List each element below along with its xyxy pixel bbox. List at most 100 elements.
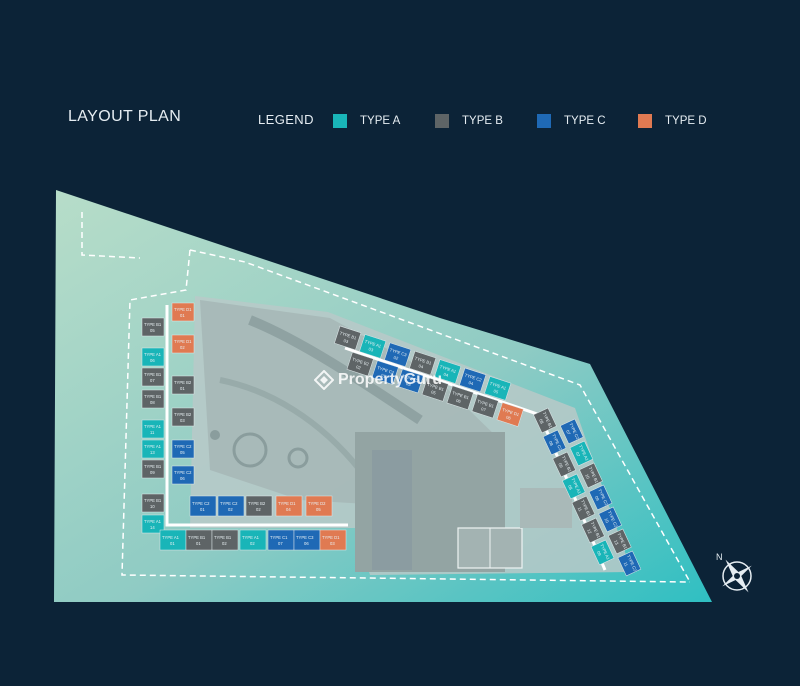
unit-number: 02: [355, 364, 362, 370]
unit-number: 05: [493, 388, 500, 394]
unit-number: 09: [594, 495, 601, 502]
unit-label: TYPE A1: [144, 352, 162, 357]
unit-number: 02: [256, 507, 261, 512]
unit-number: 09: [596, 550, 603, 557]
unit-block-shape: [141, 493, 165, 513]
unit-block-shape: [561, 473, 586, 500]
unit-number: 03: [330, 541, 335, 546]
propertyguru-logo-icon: [314, 370, 334, 390]
unit-label: TYPE D2: [308, 501, 326, 506]
unit-label: TYPE B1: [427, 382, 446, 392]
unit-block-shape: [421, 377, 449, 402]
unit-number: 10: [584, 473, 591, 480]
unit-block-shape: [496, 402, 524, 427]
unit-block-shape: [211, 529, 239, 551]
unit-number: 13: [150, 450, 155, 455]
unit-number: 01: [180, 386, 185, 391]
unit-block-shape: [275, 495, 303, 517]
unit-label: TYPE A1: [144, 424, 162, 429]
unit-number: 11: [150, 430, 155, 435]
unit-block-shape: [334, 325, 362, 351]
unit-block-shape: [217, 495, 245, 517]
unit-block-shape: [571, 495, 596, 522]
unit-block-shape: [171, 302, 195, 322]
unit-block-shape: [484, 376, 512, 401]
unit-block-shape: [189, 495, 217, 517]
unit-block-shape: [446, 385, 474, 411]
pool: [520, 488, 572, 528]
carpark-ramp: [372, 450, 412, 570]
unit-label: TYPE D1: [502, 407, 521, 417]
unit-block-shape: [607, 528, 632, 555]
page-title: LAYOUT PLAN: [68, 108, 182, 125]
unit-number: 04: [443, 372, 450, 378]
unit-block-shape: [293, 529, 321, 551]
legend-item-type-d: TYPE D: [638, 113, 707, 129]
unit-label: TYPE D1: [322, 535, 340, 540]
unit-label: TYPE C2: [174, 470, 192, 475]
unit-block-shape: [171, 439, 195, 459]
feature-circle: [287, 447, 309, 469]
unit-label: TYPE B1: [144, 372, 162, 377]
unit-label: TYPE B2: [174, 380, 192, 385]
unit-block-shape: [141, 317, 165, 337]
unit-label: TYPE B1: [144, 322, 162, 327]
unit-number: 01: [170, 541, 175, 546]
unit-number: 11: [623, 561, 630, 568]
unit-label: TYPE A1: [364, 339, 382, 349]
compass-north-label: N: [716, 552, 723, 562]
unit-number: 09: [557, 462, 564, 469]
curved-path: [248, 315, 423, 425]
unit-number: 07: [565, 429, 572, 436]
unit-number: 11: [577, 506, 584, 513]
unit-block-shape: [267, 529, 295, 551]
unit-label: TYPE B1: [144, 498, 162, 503]
legend-label-type-c: TYPE C: [564, 115, 606, 127]
unit-number: 01: [196, 541, 201, 546]
unit-block-shape: [141, 514, 165, 534]
legend-label: LEGEND: [258, 112, 314, 127]
unit-number: 07: [278, 541, 283, 546]
unit-number: 05: [150, 328, 155, 333]
unit-block-shape: [141, 459, 165, 479]
unit-label: TYPE C2: [174, 444, 192, 449]
unit-label: TYPE B1: [214, 535, 232, 540]
unit-block-shape: [617, 550, 642, 577]
unit-block-shape: [171, 334, 195, 354]
unit-block-shape: [319, 529, 347, 551]
legend-swatch-type-a: [333, 114, 347, 128]
unit-number: 02: [393, 355, 400, 361]
unit-block-shape: [459, 367, 487, 393]
